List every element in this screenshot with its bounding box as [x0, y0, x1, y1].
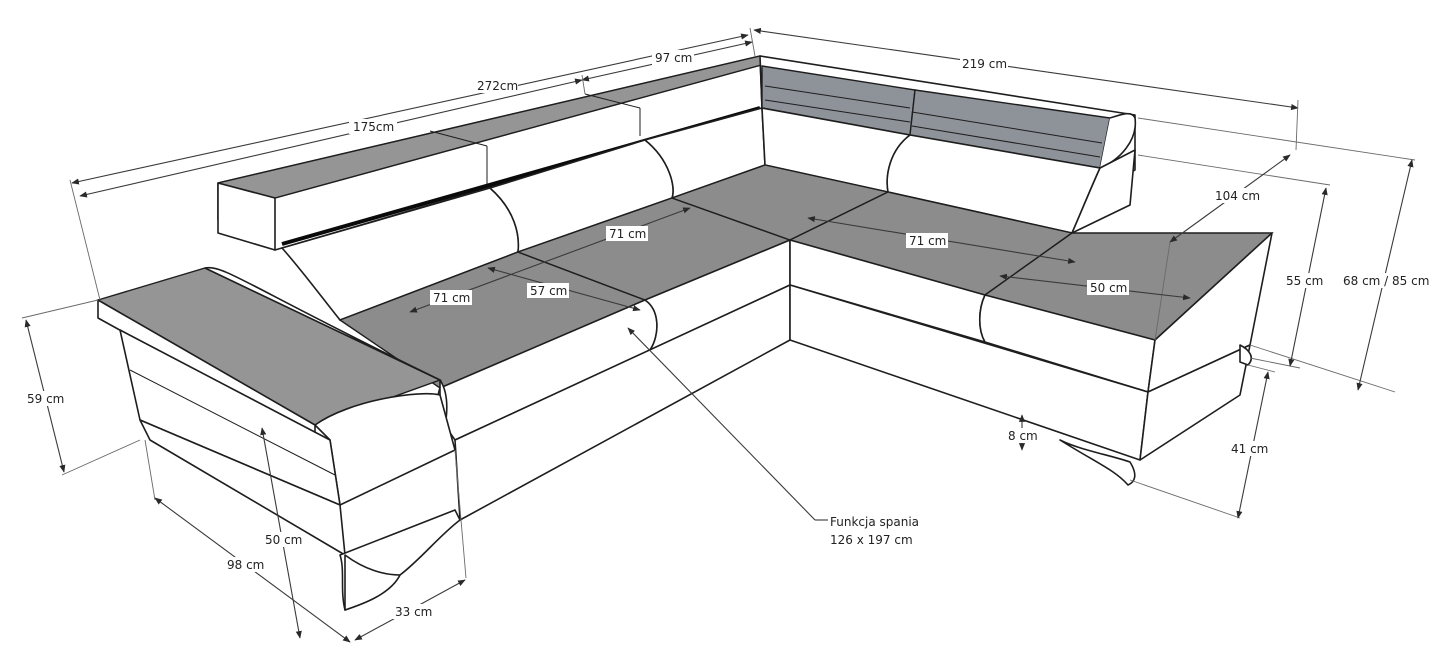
dim-71-mid: 71 cm	[609, 227, 646, 241]
dim-97: 97 cm	[655, 51, 692, 65]
dim-71-left: 71 cm	[433, 291, 470, 305]
dim-50-seat: 50 cm	[265, 533, 302, 547]
callout-title: Funkcja spania	[830, 515, 919, 529]
dim-68-85: 68 cm / 85 cm	[1343, 274, 1429, 288]
sleeping-function-callout: Funkcja spania 126 x 197 cm	[815, 515, 919, 547]
dimension-labels: 272cm 175cm 97 cm 219 cm 104 cm 55 cm 68…	[24, 50, 1429, 619]
dim-33: 33 cm	[395, 605, 432, 619]
dim-219: 219 cm	[962, 57, 1007, 71]
dim-57: 57 cm	[530, 284, 567, 298]
dim-50-chaise: 50 cm	[1090, 281, 1127, 295]
dim-272: 272cm	[477, 79, 518, 93]
dim-41: 41 cm	[1231, 442, 1268, 456]
dim-55: 55 cm	[1286, 274, 1323, 288]
dim-98: 98 cm	[227, 558, 264, 572]
dim-175: 175cm	[353, 120, 394, 134]
dim-104: 104 cm	[1215, 189, 1260, 203]
dim-59: 59 cm	[27, 392, 64, 406]
sofa-base	[454, 284, 1252, 521]
dim-71-right: 71 cm	[909, 234, 946, 248]
callout-size: 126 x 197 cm	[830, 533, 913, 547]
dim-8: 8 cm	[1008, 429, 1038, 443]
